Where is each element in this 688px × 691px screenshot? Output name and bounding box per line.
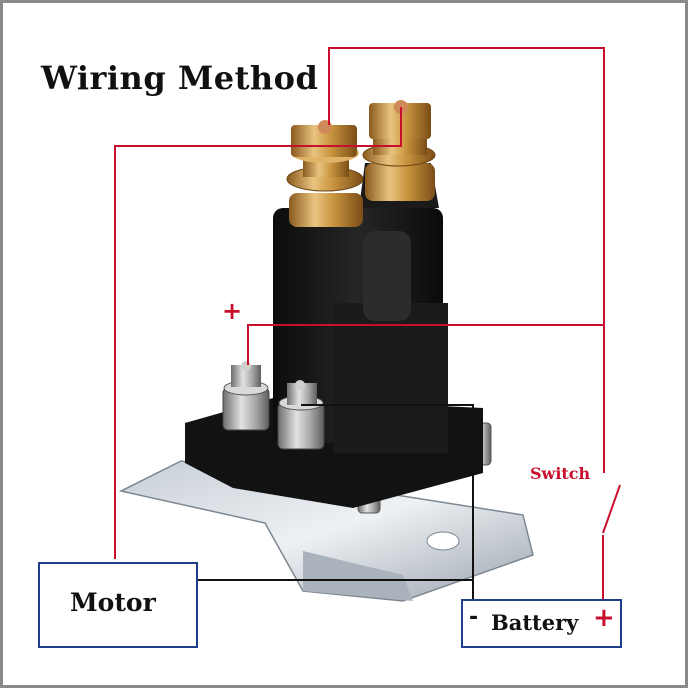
control-terminal-left [222,361,270,431]
motor-box: Motor [38,562,198,648]
battery-box: - Battery + [461,599,622,648]
solenoid-illustration [114,47,621,602]
battery-negative-mark: - [469,605,479,630]
diagram-title: Wiring Method [41,59,319,97]
negative-wires [198,404,474,601]
motor-label: Motor [70,588,156,617]
main-terminal-right [362,100,436,201]
positive-wires [114,47,621,601]
control-terminal-right [277,380,325,450]
control-positive-mark: + [222,297,243,325]
battery-positive-mark: + [593,603,615,633]
battery-label: Battery [491,610,579,635]
switch-label: Switch [530,464,591,483]
main-terminal-left [286,120,364,227]
